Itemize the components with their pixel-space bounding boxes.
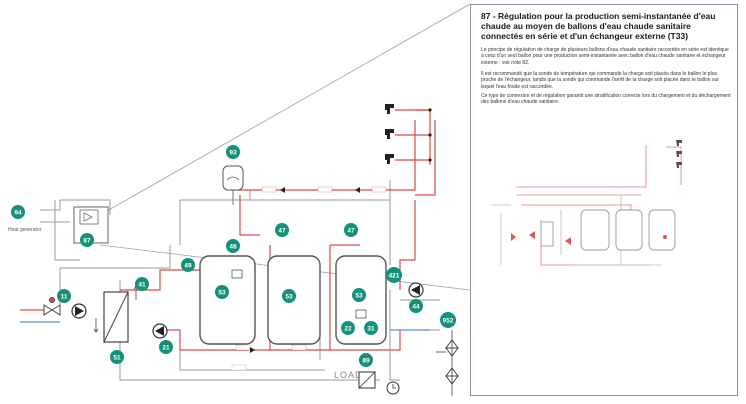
badge-952: 952 [440,312,456,328]
badge-53c: 53 [352,288,366,302]
svg-text:49: 49 [184,263,192,270]
inset-title: 87 - Régulation pour la production semi-… [481,11,716,41]
svg-text:22: 22 [344,326,352,333]
inset-paragraph-1: Le principe de régulation de charge de p… [481,47,729,66]
badge-53b: 53 [282,289,296,303]
svg-text:53: 53 [285,294,293,301]
svg-text:47: 47 [278,228,286,235]
badge-47b: 47 [344,223,358,237]
load-label: LOAD [334,370,363,380]
svg-text:53: 53 [218,290,226,297]
tank-1 [199,255,256,345]
tap-icons [385,104,432,164]
badge-21: 21 [159,340,173,354]
badge-47a: 47 [275,223,289,237]
badge-48: 48 [226,239,240,253]
load-box [358,371,400,395]
badge-87: 87 [80,233,94,247]
badge-421: 421 [386,267,402,283]
pumps [71,282,424,339]
tap-icon [385,154,394,164]
badge-51: 51 [110,350,124,364]
badge-89: 89 [359,353,373,367]
badge-41: 41 [135,277,149,291]
svg-text:53: 53 [355,293,363,300]
expansion-vessel [222,165,244,205]
svg-text:952: 952 [443,318,454,325]
svg-text:89: 89 [362,358,370,365]
svg-text:94: 94 [14,210,22,217]
zoom-line-top [99,3,471,216]
three-way-valve [43,297,61,316]
tap-icon [385,129,394,139]
badge-11: 11 [57,289,71,303]
svg-text:11: 11 [61,294,68,301]
badge-22: 22 [341,321,355,335]
inset-paragraph-2: Il est recommandé que la sonde de tempér… [481,71,719,90]
inset-mini-diagram [491,140,682,266]
svg-text:93: 93 [229,150,237,157]
heat-exchanger [93,285,139,343]
badge-49: 49 [181,258,195,272]
svg-text:47: 47 [347,228,355,235]
svg-text:51: 51 [113,355,121,362]
heat-generator-label: Heat generator [8,227,42,233]
svg-text:31: 31 [367,326,375,333]
tap-icon [385,104,394,114]
cold-water-inlet [436,330,459,396]
svg-text:87: 87 [83,238,91,245]
badge-94: 94 [11,205,25,219]
cold-pipes [20,321,430,331]
tank-sensors [231,269,367,319]
detail-inset-panel: 87 - Régulation pour la production semi-… [470,4,738,396]
svg-text:44: 44 [412,304,420,311]
badge-53a: 53 [215,285,229,299]
svg-text:48: 48 [229,244,237,251]
flow-arrows [250,187,360,353]
svg-text:21: 21 [162,345,170,352]
svg-text:421: 421 [389,273,400,280]
badge-93: 93 [226,145,240,159]
badge-31: 31 [364,321,378,335]
svg-text:41: 41 [138,282,146,289]
inset-paragraph-3: Ce type de connexion et de régulation ga… [481,93,731,106]
badge-44: 44 [409,299,423,313]
